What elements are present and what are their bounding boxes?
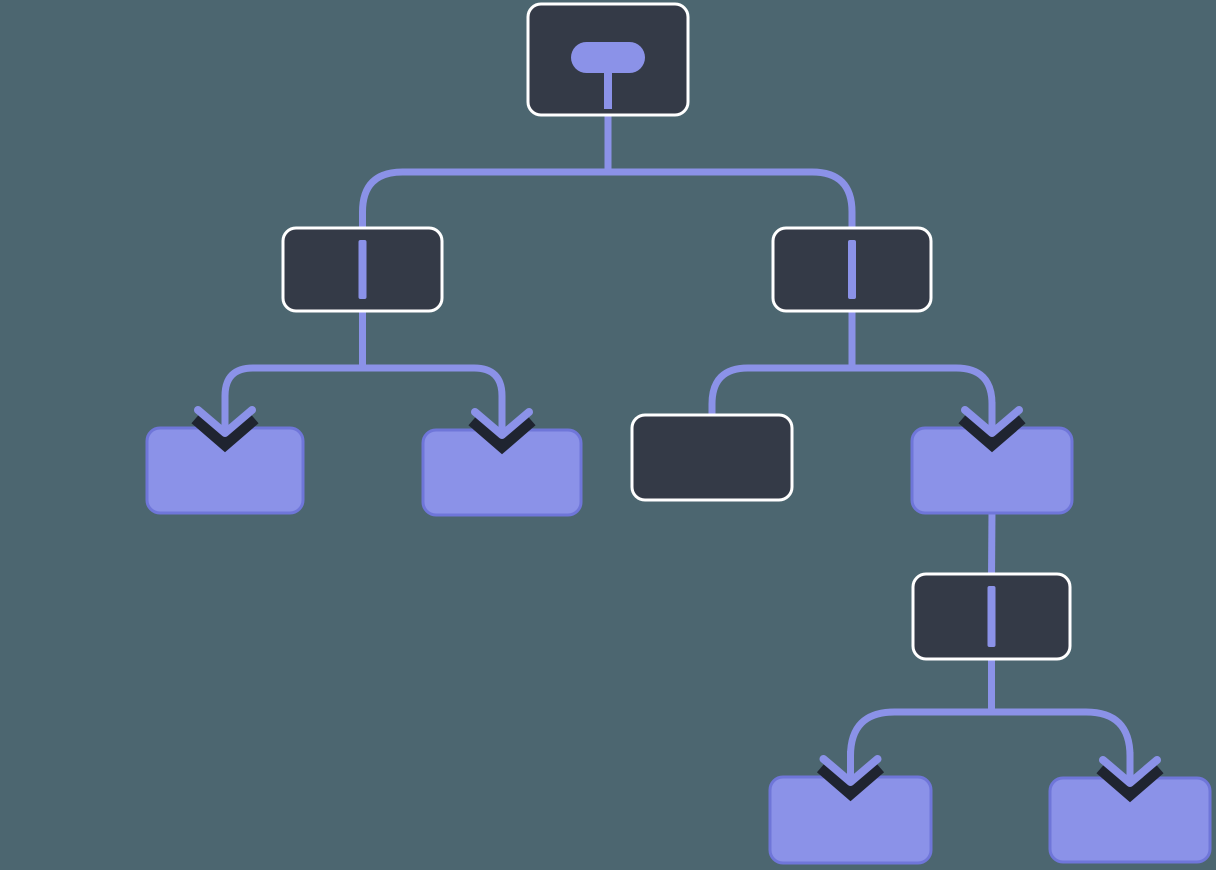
edge-branch-right [708,309,996,433]
chevron-black-icon [958,412,1026,453]
node-root[interactable] [526,2,690,117]
split-divider-icon [987,586,996,647]
root-stem-icon [604,64,612,109]
edge-leaf-c [988,510,996,579]
edge-root [359,113,856,232]
arrow-marker-leaf-c [958,402,1026,453]
chevron-black-icon [816,761,885,802]
arrow-marker-leaf-b [468,404,536,455]
root-pill-icon [571,42,645,73]
arrow-marker-leaf-a [191,402,259,453]
edge-branch-lower [847,657,1134,783]
arrow-marker-leaf-e [1096,752,1164,803]
node-node-c-box[interactable] [630,413,794,502]
node-branch-left[interactable] [281,226,444,313]
chevron-purple-icon [471,408,533,439]
chevron-black-icon [1096,762,1164,803]
node-node-c[interactable] [630,413,794,502]
chevron-purple-icon [819,755,882,786]
chevron-black-icon [191,412,259,453]
chevron-purple-icon [1099,756,1161,787]
split-divider-icon [848,240,856,299]
chevron-black-icon [468,414,536,455]
edge-branch-left [221,309,506,435]
arrow-marker-leaf-d [816,751,885,802]
chevron-purple-icon [194,406,256,437]
split-divider-icon [358,240,367,299]
chevron-purple-icon [961,406,1023,437]
connector-edges [221,113,1134,783]
node-branch-lower[interactable] [911,572,1072,661]
node-branch-right[interactable] [771,226,933,313]
